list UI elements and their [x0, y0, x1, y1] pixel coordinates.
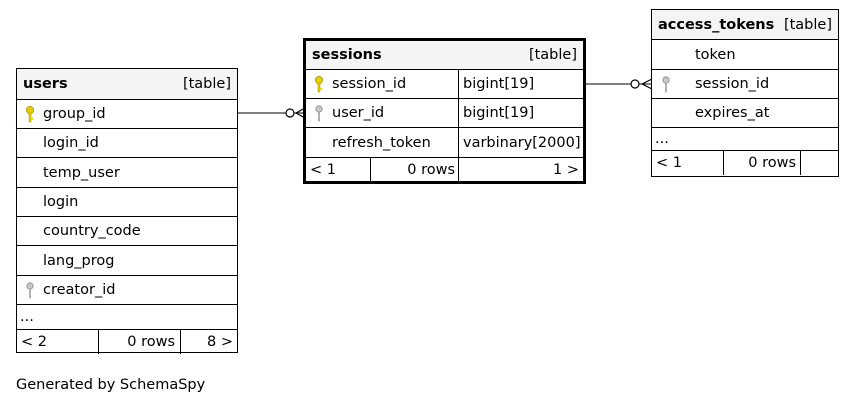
column-name: session_id [695, 76, 770, 92]
table-sessions[interactable]: sessions [table] session_id bigint[19] u… [303, 38, 586, 184]
children-count[interactable]: 1 > [458, 158, 583, 181]
column-type: bigint[19] [458, 70, 583, 98]
table-header: sessions [table] [306, 41, 583, 70]
table-kind: [table] [182, 76, 231, 92]
foreign-key-icon [652, 70, 680, 98]
table-header: users [table] [17, 69, 237, 100]
row-count: 0 rows [370, 158, 458, 181]
table-kind: [table] [783, 16, 832, 33]
primary-key-icon [17, 100, 43, 128]
column-name: user_id [332, 105, 385, 121]
column-row[interactable]: country_code [17, 217, 237, 246]
more-columns-row: ... [17, 305, 237, 330]
ellipsis: ... [20, 309, 34, 325]
column-row[interactable]: session_id [652, 70, 838, 99]
row-count: 0 rows [723, 151, 800, 175]
column-name: login_id [43, 135, 99, 151]
column-row[interactable]: login_id [17, 129, 237, 158]
column-row[interactable]: user_id bigint[19] [306, 99, 583, 128]
primary-key-icon [306, 70, 332, 98]
column-row[interactable]: temp_user [17, 158, 237, 188]
column-name: refresh_token [332, 134, 431, 151]
row-count: 0 rows [98, 330, 180, 354]
column-name: login [43, 194, 79, 210]
column-row[interactable]: refresh_token varbinary[2000] [306, 128, 583, 158]
column-row[interactable]: group_id [17, 100, 237, 129]
parents-count[interactable]: < 1 [310, 161, 336, 178]
column-row[interactable]: creator_id [17, 276, 237, 305]
column-name: creator_id [43, 282, 116, 298]
table-name: sessions [312, 47, 382, 63]
column-name: expires_at [695, 105, 770, 121]
table-header: access_tokens [table] [652, 10, 838, 40]
column-name: country_code [43, 223, 141, 239]
table-footer: < 2 0 rows 8 > [17, 330, 237, 354]
table-footer: < 1 0 rows 1 > [306, 158, 583, 181]
parents-count[interactable]: < 1 [656, 155, 682, 171]
column-type: bigint[19] [458, 99, 583, 127]
table-kind: [table] [528, 47, 577, 63]
foreign-key-icon [17, 276, 43, 304]
column-type: varbinary[2000] [458, 128, 583, 157]
column-row[interactable]: session_id bigint[19] [306, 70, 583, 99]
table-footer: < 1 0 rows [652, 151, 838, 175]
foreign-key-icon [306, 99, 332, 127]
column-row[interactable]: login [17, 188, 237, 217]
children-count[interactable] [800, 151, 838, 175]
relationship-access-tokens-sessions [586, 78, 653, 90]
generator-caption: Generated by SchemaSpy [16, 377, 206, 393]
table-access-tokens[interactable]: access_tokens [table] token session_id e… [651, 9, 839, 177]
children-count[interactable]: 8 > [180, 330, 237, 354]
column-row[interactable]: lang_prog [17, 246, 237, 276]
column-name: group_id [43, 106, 106, 122]
column-name: temp_user [43, 164, 120, 181]
relationship-sessions-users [238, 107, 306, 119]
table-name: users [23, 76, 68, 92]
column-name: lang_prog [43, 252, 115, 269]
ellipsis: ... [655, 131, 669, 147]
table-name: access_tokens [658, 16, 775, 33]
more-columns-row: ... [652, 128, 838, 151]
column-row[interactable]: expires_at [652, 99, 838, 128]
column-row[interactable]: token [652, 40, 838, 70]
parents-count[interactable]: < 2 [21, 334, 47, 350]
column-name: token [695, 46, 736, 63]
column-name: session_id [332, 76, 407, 92]
table-users[interactable]: users [table] group_id login_id temp_use… [16, 68, 238, 354]
